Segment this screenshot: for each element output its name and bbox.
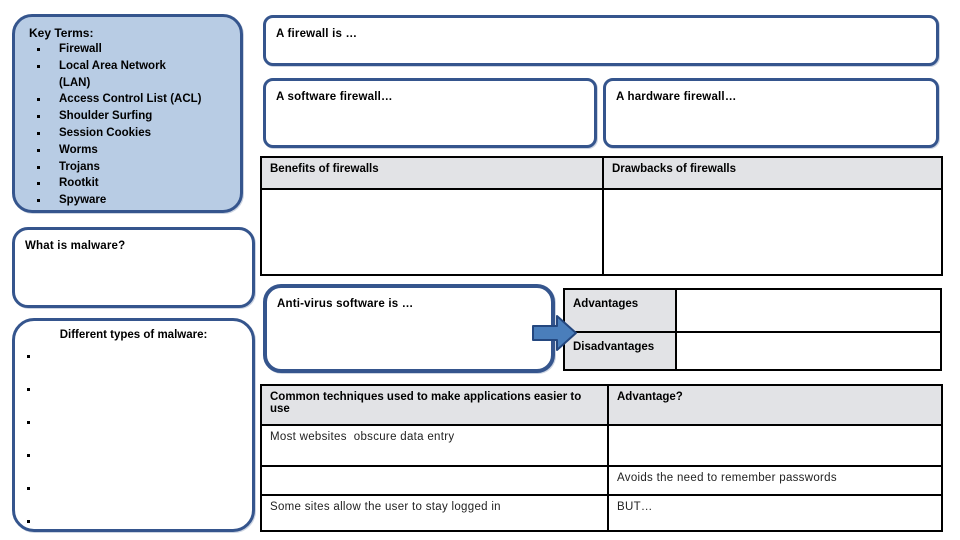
advantages-answer-cell[interactable] bbox=[675, 290, 940, 331]
firewall-definition-prompt: A firewall is … bbox=[276, 28, 358, 40]
drawbacks-answer-cell[interactable] bbox=[602, 188, 941, 274]
firewall-pros-cons-table: Benefits of firewalls Drawbacks of firew… bbox=[260, 156, 943, 276]
key-term-item: Session Cookies bbox=[27, 125, 232, 142]
technique-cell: Most websites obscure data entry bbox=[262, 424, 607, 465]
hardware-firewall-box[interactable]: A hardware firewall… bbox=[603, 78, 939, 148]
advantage-cell: Avoids the need to remember passwords bbox=[607, 465, 941, 494]
malware-type-blank[interactable] bbox=[25, 415, 242, 448]
disadvantages-answer-cell[interactable] bbox=[675, 331, 940, 369]
techniques-col2-header: Advantage? bbox=[607, 386, 941, 424]
advantage-but-cell[interactable]: BUT… bbox=[607, 494, 941, 530]
hardware-firewall-prompt: A hardware firewall… bbox=[616, 91, 737, 103]
drawbacks-header: Drawbacks of firewalls bbox=[602, 158, 941, 188]
advantage-answer-cell[interactable] bbox=[607, 424, 941, 465]
technique-cell: Some sites allow the user to stay logged… bbox=[262, 494, 607, 530]
disadvantages-label: Disadvantages bbox=[565, 331, 675, 369]
what-is-malware-question: What is malware? bbox=[25, 240, 126, 252]
key-terms-box: Key Terms: Firewall Local Area Network (… bbox=[12, 14, 243, 213]
technique-answer-cell[interactable] bbox=[262, 465, 607, 494]
key-term-item: Worms bbox=[27, 142, 232, 159]
key-terms-title: Key Terms: bbox=[29, 26, 94, 40]
malware-types-title: Different types of malware: bbox=[59, 329, 208, 341]
malware-type-blank[interactable] bbox=[25, 382, 242, 415]
antivirus-box[interactable]: Anti-virus software is … bbox=[263, 284, 555, 373]
key-term-item: Trojans bbox=[27, 159, 232, 176]
malware-types-box[interactable]: Different types of malware: bbox=[12, 318, 255, 532]
right-arrow-icon bbox=[532, 315, 577, 351]
key-term-item: Shoulder Surfing bbox=[27, 108, 232, 125]
malware-type-blank[interactable] bbox=[25, 448, 242, 481]
benefits-answer-cell[interactable] bbox=[262, 188, 602, 274]
key-term-item: Rootkit bbox=[27, 175, 232, 192]
key-term-item: Local Area Network (LAN) bbox=[27, 58, 232, 92]
malware-type-blank[interactable] bbox=[25, 349, 242, 382]
malware-types-list bbox=[25, 349, 242, 540]
antivirus-prompt: Anti-virus software is … bbox=[277, 298, 414, 310]
benefits-header: Benefits of firewalls bbox=[262, 158, 602, 188]
malware-type-blank[interactable] bbox=[25, 514, 242, 540]
what-is-malware-box[interactable]: What is malware? bbox=[12, 227, 255, 308]
key-terms-list: Firewall Local Area Network (LAN) Access… bbox=[27, 41, 232, 209]
key-term-item: Access Control List (ACL) bbox=[27, 91, 232, 108]
advantages-label: Advantages bbox=[565, 290, 675, 331]
techniques-table: Common techniques used to make applicati… bbox=[260, 384, 943, 532]
key-term-item: Spyware bbox=[27, 192, 232, 209]
techniques-col1-header: Common techniques used to make applicati… bbox=[262, 386, 607, 424]
firewall-definition-box[interactable]: A firewall is … bbox=[263, 15, 939, 66]
antivirus-pros-cons-table: Advantages Disadvantages bbox=[563, 288, 942, 371]
software-firewall-prompt: A software firewall… bbox=[276, 91, 393, 103]
key-term-item: Firewall bbox=[27, 41, 232, 58]
malware-type-blank[interactable] bbox=[25, 481, 242, 514]
software-firewall-box[interactable]: A software firewall… bbox=[263, 78, 597, 148]
